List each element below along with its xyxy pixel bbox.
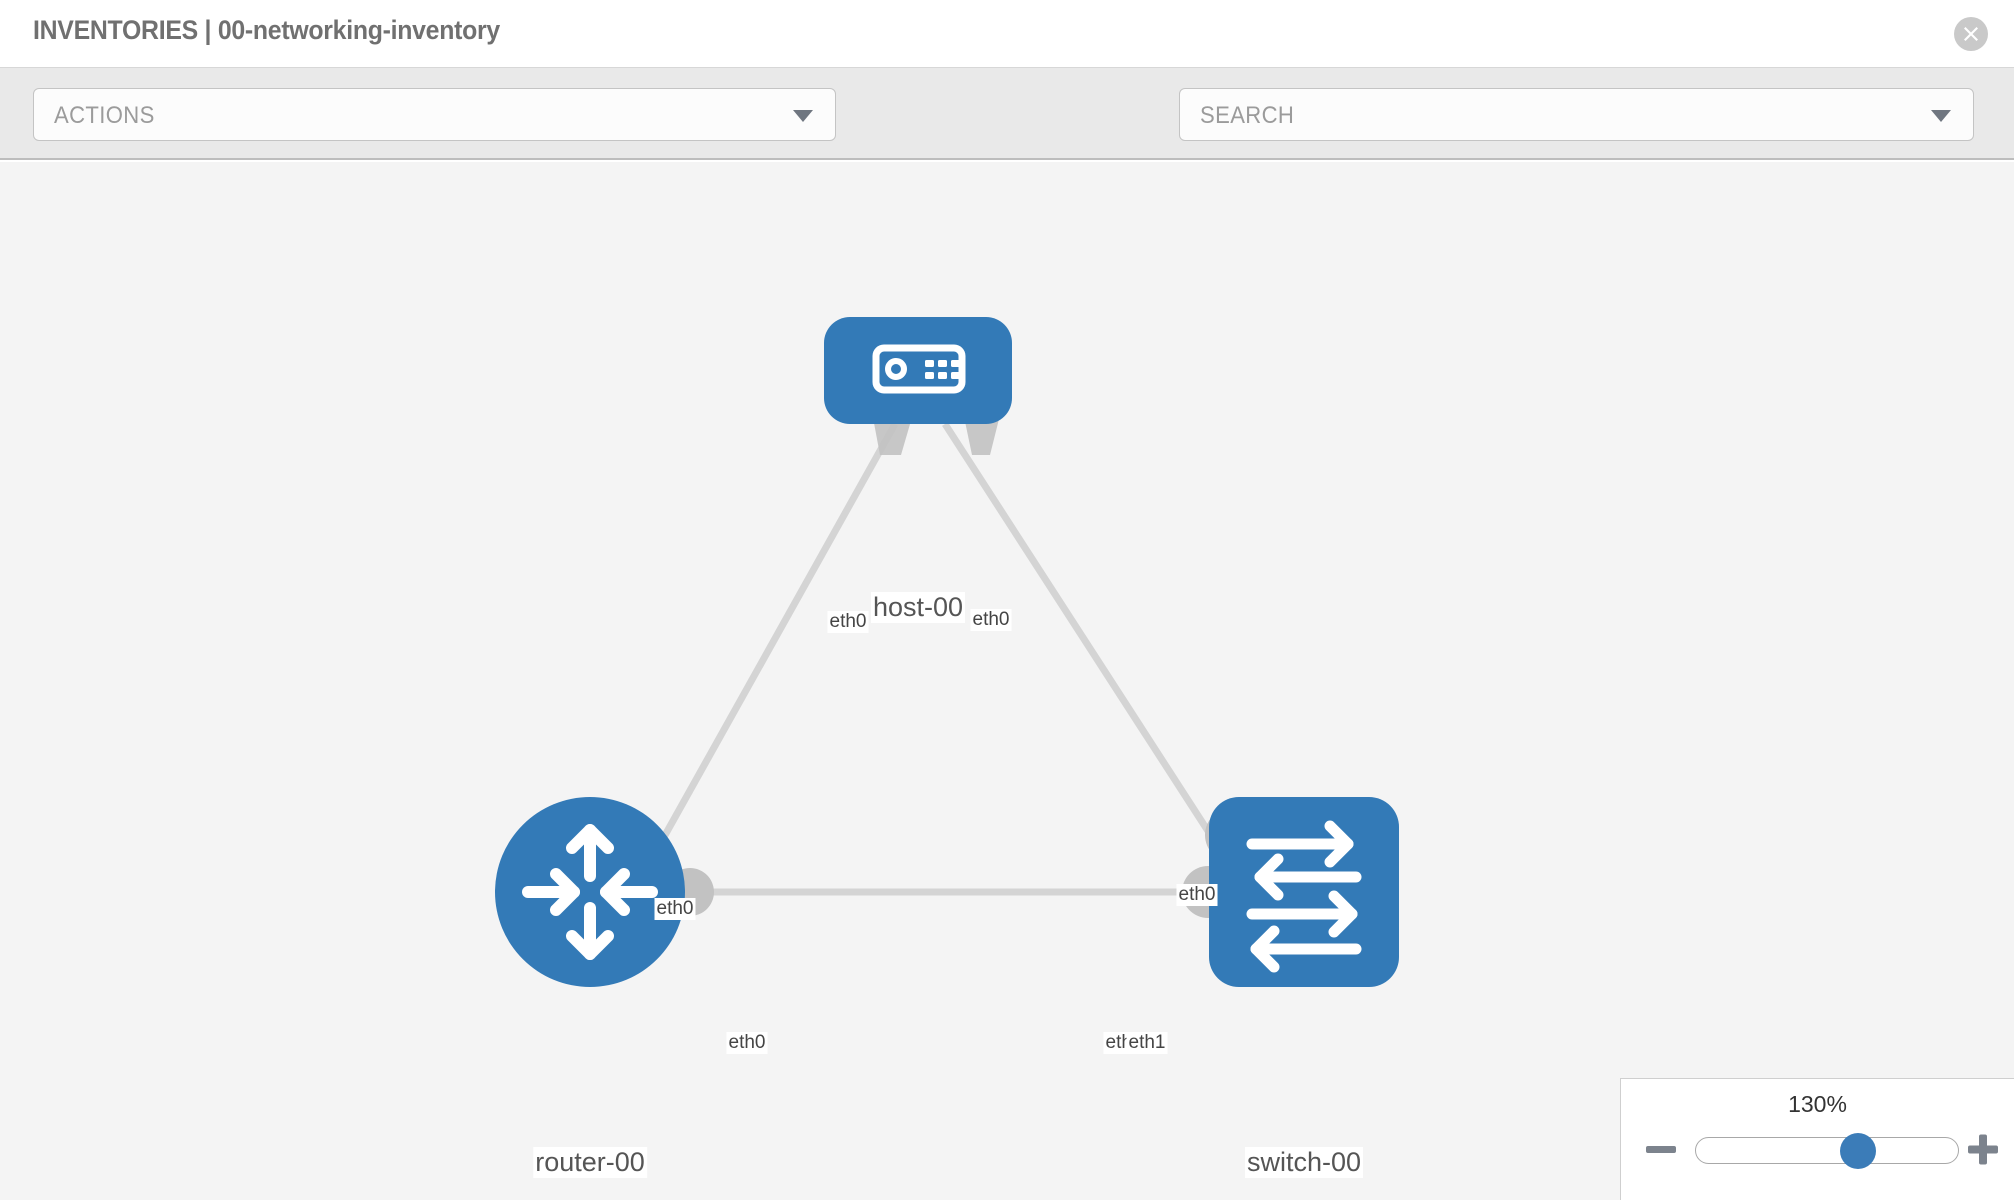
- chevron-down-icon: [793, 109, 813, 122]
- iface-label-switch-eth1-trunk: eth1: [1126, 1032, 1168, 1054]
- iface-label-router-eth0-uplink: eth0: [654, 898, 696, 920]
- plus-icon[interactable]: [1965, 1127, 2001, 1171]
- iface-label-host-eth0-left: eth0: [827, 611, 869, 633]
- topology-graph: [495, 317, 1399, 987]
- server-icon: [872, 344, 966, 394]
- zoom-control-panel: 130%: [1620, 1078, 2014, 1200]
- edge-host-router: [646, 422, 899, 864]
- close-icon[interactable]: [1954, 17, 1988, 51]
- iface-label-host-eth0-right: eth0: [970, 609, 1012, 631]
- node-router-00[interactable]: [495, 797, 685, 987]
- zoom-level-value: 130%: [1788, 1091, 1847, 1117]
- chevron-down-icon[interactable]: [1931, 109, 1951, 122]
- node-switch-00[interactable]: [1209, 797, 1399, 987]
- switch-arrows-icon: [1246, 820, 1362, 973]
- edge-host-switch: [942, 422, 1231, 864]
- zoom-slider-handle[interactable]: [1840, 1132, 1877, 1169]
- node-label-router-00: router-00: [533, 1147, 647, 1178]
- page-title: INVENTORIES | 00-networking-inventory: [33, 15, 500, 45]
- zoom-slider[interactable]: [1695, 1132, 1959, 1169]
- zoom-slider-row: [1621, 1127, 2014, 1173]
- node-host-00[interactable]: [824, 317, 1012, 424]
- node-label-host-00: host-00: [870, 592, 966, 623]
- search-placeholder: SEARCH: [1200, 102, 1295, 129]
- actions-dropdown-label: ACTIONS: [54, 102, 155, 129]
- page-header: INVENTORIES | 00-networking-inventory: [0, 0, 2014, 68]
- router-arrows-icon: [522, 824, 658, 960]
- iface-label-router-eth0-trunk: eth0: [726, 1032, 768, 1054]
- topology-canvas[interactable]: host-00 router-00 switch-00 eth0 eth0 et…: [0, 162, 2014, 1200]
- interface-endpoints: [666, 407, 1259, 918]
- search-input[interactable]: SEARCH: [1179, 88, 1974, 141]
- actions-dropdown[interactable]: ACTIONS: [33, 88, 836, 141]
- toolbar: ACTIONS SEARCH: [0, 68, 2014, 198]
- iface-label-switch-eth0-uplink: eth0: [1176, 884, 1218, 906]
- minus-icon[interactable]: [1643, 1127, 1679, 1171]
- node-label-switch-00: switch-00: [1244, 1147, 1364, 1178]
